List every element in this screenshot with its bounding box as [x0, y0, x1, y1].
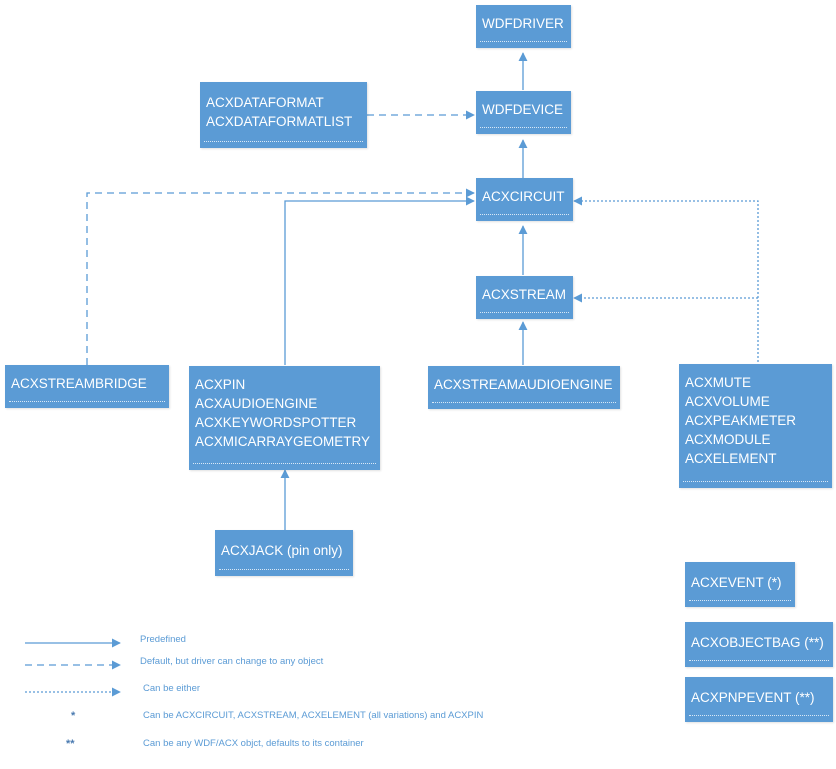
node-label: ACXJACK (pin only): [221, 543, 343, 558]
legend-star-text: Can be ACXCIRCUIT, ACXSTREAM, ACXELEMENT…: [143, 710, 484, 721]
node-label: ACXVOLUME: [685, 394, 770, 409]
node-label: WDFDRIVER: [482, 16, 564, 31]
node-pin-group: ACXPIN ACXAUDIOENGINE ACXKEYWORDSPOTTER …: [189, 366, 380, 470]
edge-pin-group-to-acxcircuit: [284, 196, 475, 365]
node-wdfdevice: WDFDEVICE: [476, 91, 571, 134]
node-label: WDFDEVICE: [482, 102, 563, 117]
node-acxcircuit: ACXCIRCUIT: [476, 178, 573, 221]
node-label: ACXMODULE: [685, 432, 771, 447]
node-acxstreambridge: ACXSTREAMBRIDGE: [5, 365, 169, 408]
node-label: ACXMICARRAYGEOMETRY: [195, 434, 371, 449]
node-acxevent: ACXEVENT (*): [685, 562, 795, 607]
legend-either: Can be either: [143, 683, 201, 694]
node-label: ACXKEYWORDSPOTTER: [195, 415, 357, 430]
node-label: ACXDATAFORMATLIST: [206, 114, 353, 129]
legend-double-star-text: Can be any WDF/ACX objct, defaults to it…: [143, 738, 364, 749]
node-acxpnpevent: ACXPNPEVENT (**): [685, 677, 833, 722]
node-label: ACXMUTE: [685, 375, 752, 390]
node-acxstreamaudioengine: ACXSTREAMAUDIOENGINE: [428, 366, 620, 409]
node-wdfdriver: WDFDRIVER: [476, 5, 571, 48]
node-label: ACXPNPEVENT (**): [691, 690, 815, 705]
legend-double-star-symbol: **: [66, 738, 75, 750]
legend-star-symbol: *: [71, 710, 76, 722]
legend-default: Default, but driver can change to any ob…: [140, 656, 324, 667]
node-label: ACXDATAFORMAT: [206, 95, 324, 110]
node-label: ACXSTREAMBRIDGE: [11, 376, 147, 391]
node-label: ACXPEAKMETER: [685, 413, 797, 428]
node-label: ACXSTREAMAUDIOENGINE: [434, 377, 613, 392]
node-label: ACXAUDIOENGINE: [195, 396, 318, 411]
node-dataformat: ACXDATAFORMAT ACXDATAFORMATLIST: [200, 82, 367, 148]
node-label: ACXCIRCUIT: [482, 189, 565, 204]
node-acxjack: ACXJACK (pin only): [215, 530, 353, 576]
node-label: ACXSTREAM: [482, 287, 567, 302]
node-label: ACXEVENT (*): [691, 575, 782, 590]
node-acxstream: ACXSTREAM: [476, 276, 573, 319]
node-label: ACXELEMENT: [685, 451, 777, 466]
legend-predefined: Predefined: [140, 634, 186, 645]
node-label: ACXOBJECTBAG (**): [691, 635, 824, 650]
node-element-group: ACXMUTE ACXVOLUME ACXPEAKMETER ACXMODULE…: [679, 364, 832, 488]
edge-element-group-to-acxcircuit: [573, 196, 759, 362]
node-label: ACXPIN: [195, 377, 246, 392]
node-acxobjectbag: ACXOBJECTBAG (**): [685, 622, 833, 667]
edge-streambridge-to-acxcircuit: [86, 188, 475, 365]
